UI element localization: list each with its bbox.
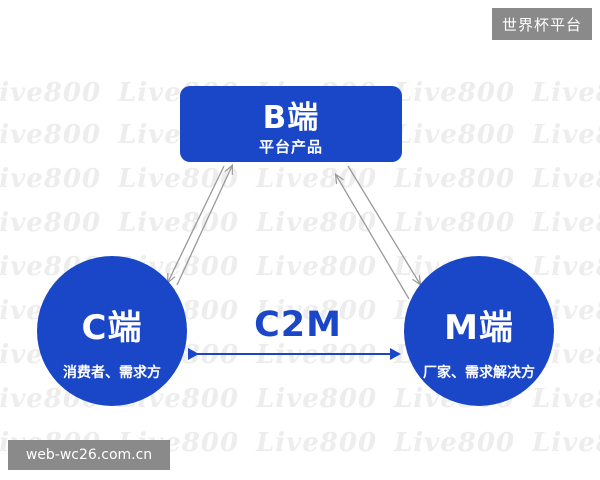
site-label: web-wc26.com.cn — [8, 440, 170, 470]
arrow-b-to-m — [347, 165, 420, 284]
b-node-box: B端 平台产品 — [180, 86, 402, 162]
arrow-c-to-b — [176, 166, 232, 286]
c-node-subtitle: 消费者、需求方 — [63, 365, 161, 381]
c-node-title: C端 — [81, 308, 143, 348]
b-node-title: B端 — [262, 100, 320, 136]
m-node-title: M端 — [444, 308, 514, 348]
c-node-circle: C端 消费者、需求方 — [37, 256, 187, 406]
arrow-b-to-c — [168, 165, 225, 282]
m-node-circle: M端 厂家、需求解决方 — [404, 256, 554, 406]
b-node-subtitle: 平台产品 — [258, 138, 323, 156]
m-node-subtitle: 厂家、需求解决方 — [423, 365, 535, 381]
c2m-label: C2M — [254, 305, 342, 345]
corner-label: 世界杯平台 — [492, 8, 592, 40]
arrow-m-to-b — [336, 175, 410, 300]
